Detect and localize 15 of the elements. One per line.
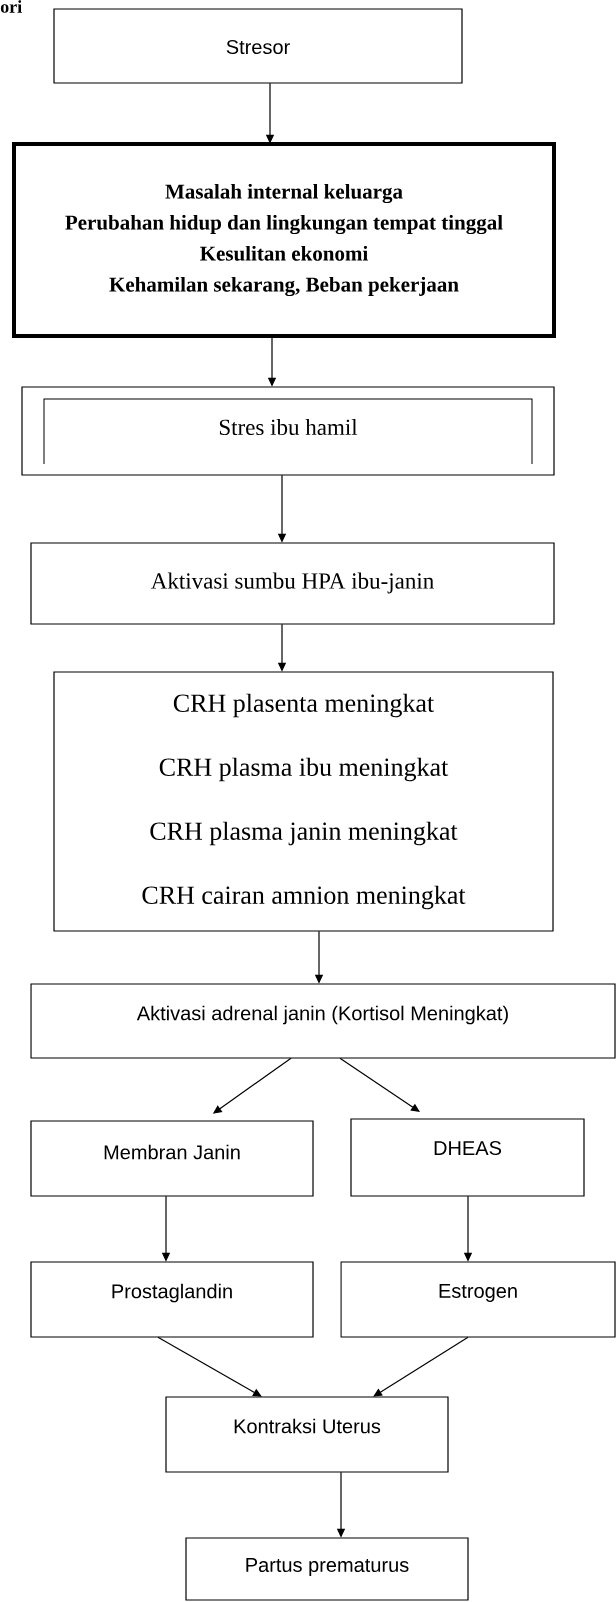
process-box: Stresor	[53, 8, 463, 84]
arrow	[373, 1336, 469, 1397]
heading-fragment: ori	[0, 0, 22, 13]
arrow	[157, 1336, 262, 1397]
process-box: Kontraksi Uterus	[165, 1396, 449, 1473]
process-box: Membran Janin	[30, 1120, 314, 1197]
process-box: DHEAS	[350, 1118, 585, 1197]
process-box: Aktivasi adrenal janin (Kortisol Meningkat)	[30, 983, 616, 1059]
process-box: Masalah internal keluarga Perubahan hidup dan lingkungan tempat tinggal Kesulitan ekonomi Kehamilan sekarang, Beban pekerjaan	[12, 142, 556, 338]
process-box: Estrogen	[340, 1261, 616, 1338]
process-box: Prostaglandin	[30, 1261, 314, 1338]
process-box: Stres ibu hamil	[21, 386, 555, 476]
process-box: Partus prematurus	[185, 1537, 469, 1601]
process-box: CRH plasenta meningkat CRH plasma ibu meningkat CRH plasma janin meningkat CRH cairan amnion meningkat	[53, 671, 554, 932]
process-box: Aktivasi sumbu HPA ibu-janin	[30, 542, 555, 625]
